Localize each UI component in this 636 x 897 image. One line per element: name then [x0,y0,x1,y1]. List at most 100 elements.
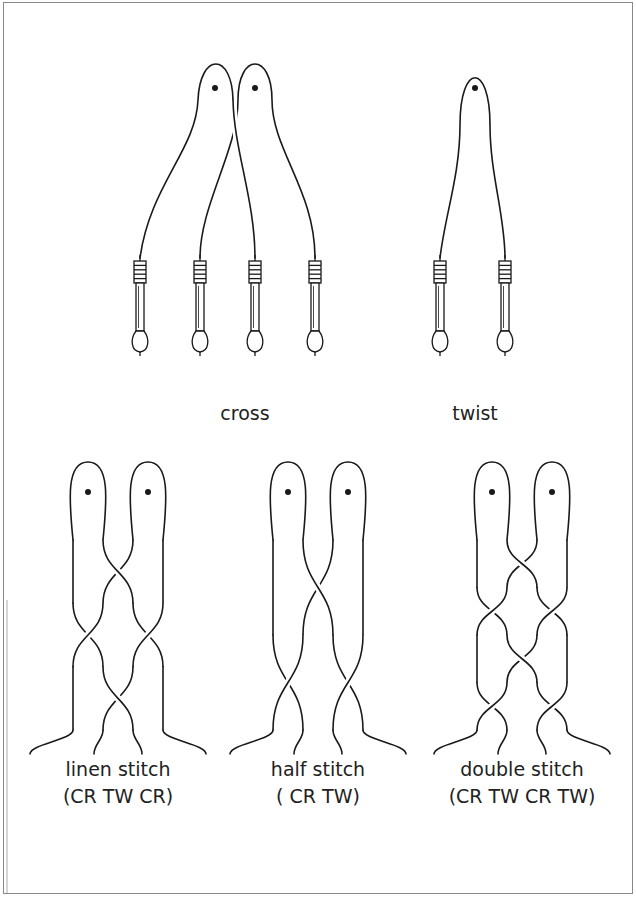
caption-label: linen stitch [66,758,171,781]
thread [537,683,567,731]
thread [72,667,74,730]
thread [73,603,103,666]
thread-gap [537,588,567,636]
thread [103,667,133,730]
pin-dot [145,489,151,495]
thread [434,730,477,754]
thread [507,540,537,588]
thread [133,603,163,666]
thread-gap [303,540,333,635]
thread [72,540,74,603]
pin-dot [212,85,218,91]
pin-dot [285,489,291,495]
thread [507,635,537,683]
thread [476,635,478,683]
thread [477,588,507,636]
caption-label: (CR TW CR) [63,785,173,808]
bobbin [432,255,448,356]
thread-gap [103,667,133,730]
thread [294,730,303,754]
thread [534,462,570,540]
thread [440,78,490,258]
thread [362,540,364,635]
bobbin [247,255,263,356]
thread [566,635,568,683]
pin-dot [252,85,258,91]
thread-gap [507,540,537,588]
caption-label: (CR TW CR TW) [449,785,596,808]
thread [272,540,274,635]
thread [270,462,306,540]
thread [273,635,303,730]
thread [507,635,537,683]
thread-gap [490,125,505,258]
thread-gap [537,683,567,731]
caption-label: half stitch [271,758,365,781]
thread [330,462,366,540]
thread [498,730,507,754]
thread [30,730,73,754]
thread-gap [273,635,303,730]
thread [103,667,133,730]
caption-label: cross [220,402,269,425]
thread [103,540,133,603]
bobbin [497,255,513,356]
thread [476,540,478,588]
pin-dot [472,85,478,91]
thread [103,540,133,603]
thread [73,603,103,666]
thread [303,540,333,635]
thread [163,730,206,754]
caption-label: ( CR TW) [276,785,360,808]
thread-gap [73,603,103,666]
thread [303,540,333,635]
thread [133,603,163,666]
thread [363,730,406,754]
thread [233,100,255,258]
pin-dot [489,489,495,495]
thread-gap [477,588,507,636]
thread [566,540,568,588]
frame-edge [7,600,8,893]
pin-dot [549,489,555,495]
pin-dot [85,489,91,495]
thread [94,730,103,754]
thread [477,588,507,636]
bobbin [192,255,208,356]
caption-label: twist [452,402,498,425]
thread [130,462,166,540]
thread [133,730,142,754]
thread [333,635,363,730]
thread [507,540,537,588]
thread [140,64,233,258]
thread-gap [333,635,363,730]
bobbin [132,255,148,356]
thread [474,462,510,540]
thread-gap [103,540,133,603]
thread-gap [233,100,255,258]
thread [200,64,315,258]
thread [477,683,507,731]
thread [477,683,507,731]
thread [537,730,546,754]
caption-label: double stitch [460,758,583,781]
thread [537,588,567,636]
thread [490,125,505,258]
thread-gap [507,635,537,683]
thread [273,635,303,730]
thread [333,730,342,754]
pin-dot [345,489,351,495]
thread [162,667,164,730]
bobbin [307,255,323,356]
thread-gap [133,603,163,666]
thread [333,635,363,730]
thread [537,683,567,731]
thread [567,730,610,754]
thread-gap [477,683,507,731]
thread [230,730,273,754]
threads [30,64,610,754]
frame [4,3,633,894]
thread [70,462,106,540]
thread [537,588,567,636]
